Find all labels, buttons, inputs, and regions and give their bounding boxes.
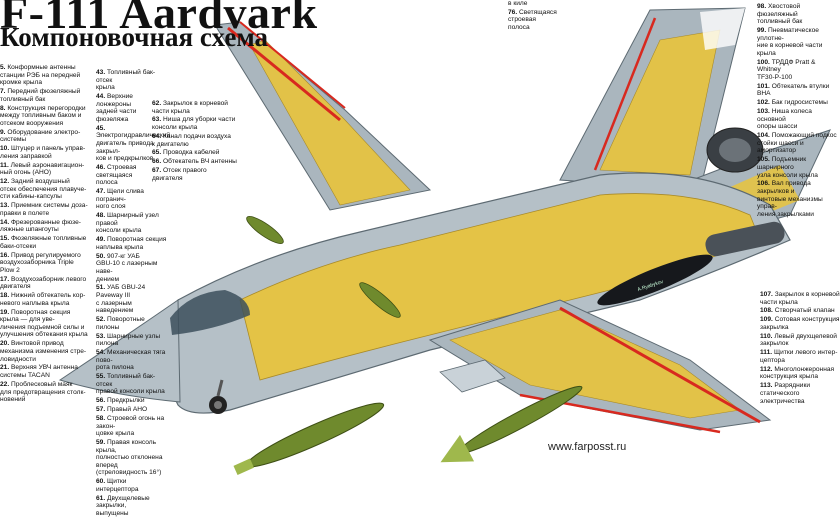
legend-middle-2: 62. Закрылок в корневой части крыла 63. …: [152, 100, 237, 184]
legend-item: 16. Привод регулируемого воздухозаборник…: [0, 251, 81, 274]
legend-bottom-right: 107. Закрылок в корневой части крыла 108…: [760, 291, 840, 406]
legend-item: 65. Проводка кабелей: [152, 149, 220, 157]
legend-item: 9. Оборудование электро- системы: [0, 128, 81, 144]
legend-item: 108. Створчатый клапан: [760, 307, 835, 315]
legend-item: 64. Канал подачи воздуха к двигателю: [152, 132, 231, 148]
legend-item: 47. Щели слива погранич- ного слоя: [96, 188, 144, 211]
legend-item: 48. Шарнирный узел правой консоли крыла: [96, 212, 159, 235]
pylon-store-right-wing-2: [359, 282, 401, 318]
legend-item: 21. Верхняя УВЧ антенна системы TACAN: [0, 364, 78, 380]
legend-item: 13. Приемник системы доза- правки в поле…: [0, 202, 88, 217]
legend-left: 5. Конформные антенны станции РЭБ на пер…: [0, 64, 90, 405]
legend-item: 102. Бак гидросистемы: [757, 99, 828, 107]
legend-item: 100. ТРДДФ Pratt & Whitney TF30-P-100: [757, 58, 816, 81]
legend-item: в киле: [508, 0, 528, 7]
legend-item: 12. Задний воздушный отсек обеспечения п…: [0, 178, 87, 201]
legend-item: 99. Пневматическое уплотне- ние в корнев…: [757, 27, 823, 57]
nose-radome: [58, 299, 181, 403]
legend-item: 18. Нижний обтекатель кор- невого наплыв…: [0, 292, 86, 307]
legend-item: 63. Ниша для уборки части консоли крыла: [152, 116, 236, 132]
source-credit: www.farposst.ru: [548, 441, 627, 453]
legend-item: 53. Шарнирные узлы пилона: [96, 332, 161, 348]
legend-item: 113. Разрядники статического электричест…: [760, 382, 811, 405]
legend-item: 14. Фрезерованные фюзе- ляжные шпангоуты: [0, 218, 81, 234]
page-subtitle: Компоновочная схема: [0, 22, 269, 52]
legend-item: 109. Сотовая конструкция закрылка: [760, 316, 840, 331]
legend-item: 62. Закрылок в корневой части крыла: [152, 100, 228, 115]
legend-item: 58. Строевой огонь на закон- цовке крыла: [96, 414, 165, 438]
legend-item: 57. Правый АНО: [96, 406, 148, 414]
legend-item: 101. Обтекатель втулки ВНА: [757, 82, 830, 98]
legend-item: 10. Штуцер и панель управ- ления заправк…: [0, 145, 86, 160]
legend-item: 17. Воздухозаборник левого двигателя: [0, 275, 87, 291]
legend-item: 44. Верхние лонжероны задней части фюзел…: [96, 93, 137, 123]
legend-item: 112. Многолонжеронная конструкция крыла: [760, 365, 835, 381]
legend-item: 98. Хвостовой фюзеляжный топливный бак: [757, 3, 803, 26]
legend-item: 67. Отсек правого двигателя: [152, 167, 207, 182]
legend-item: 54. Механическая тяга пово- рота пилона: [96, 349, 166, 372]
legend-item: 56. Предкрылки: [96, 397, 145, 405]
legend-item: 55. Топливный бак-отсек правой консоли к…: [96, 373, 165, 396]
legend-item: 45. Электрогидравлический двигатель прив…: [96, 124, 171, 163]
legend-item: 61. Двухщелевые закрылки, выпущены: [96, 494, 150, 517]
legend-item: 5. Конформные антенны станции РЭБ на пер…: [0, 64, 81, 87]
legend-item: 20. Винтовой привод механизма изменения …: [0, 340, 87, 363]
external-fuel-tank: [597, 254, 713, 306]
legend-item: 51. УАБ GBU-24 Paveway III с лазерным на…: [96, 284, 146, 315]
page-title: F-111 Aardvark: [0, 0, 318, 38]
legend-item: 59. Правая консоль крыла, полностью откл…: [96, 439, 163, 477]
legend-item: 7. Передний фюзеляжный топливный бак: [0, 88, 81, 103]
legend-item: 76. Светящаяся строевая полоса: [508, 8, 557, 32]
legend-item: 111. Щитки левого интер- цептора: [760, 349, 838, 364]
legend-item: 110. Левый двухщелевой закрылок: [760, 332, 837, 348]
legend-item: 43. Топливный бак-отсек крыла: [96, 69, 156, 92]
legend-item: 105. Подъемник шарнирного узла консоли к…: [757, 156, 818, 179]
legend-item: 106. Вал привода закрылков и винтовые ме…: [757, 180, 823, 218]
underwing-bomb-1: [233, 402, 385, 475]
legend-item: 11. Левый аэронавигацион- ный огонь (АНО…: [0, 161, 85, 177]
legend-item: 49. Поворотная секция наплыва крыла: [96, 236, 167, 251]
legend-item: 50. 907-кг УАБ GBU-10 с лазерным наве- д…: [96, 252, 158, 283]
legend-item: 22. Проблесковый маяк для предотвращения…: [0, 380, 86, 404]
legend-item: 46. Строевая светящаяся полоса: [96, 164, 137, 187]
legend-item: 60. Щитки интерцептора: [96, 478, 139, 493]
legend-item: 15. Фюзеляжные топливные баки-отсеки: [0, 235, 87, 250]
legend-item: 8. Конструкция перегородки между топливн…: [0, 104, 86, 127]
legend-item: 107. Закрылок в корневой части крыла: [760, 291, 840, 306]
pylon-store-right-wing: [246, 216, 284, 244]
legend-top-right: 98. Хвостовой фюзеляжный топливный бак 9…: [757, 3, 840, 220]
legend-item: 52. Поворотные пилоны: [96, 316, 145, 331]
cockpit-canopy: [170, 290, 250, 335]
pylon: [439, 359, 506, 393]
aircraft-cutaway-illustration: [58, 7, 831, 475]
legend-item: 66. Обтекатель ВЧ антенны: [152, 158, 237, 166]
legend-item: 104. Поможающий подкос стойки шасси и ам…: [757, 132, 837, 155]
legend-top-middle: в киле 76. Светящаяся строевая полоса: [508, 0, 578, 33]
underwing-bomb-2: [440, 385, 583, 463]
legend-item: 103. Ниша колеса основной опоры шасси: [757, 108, 812, 131]
legend-item: 19. Поворотная секция крыла — для уве- л…: [0, 308, 88, 339]
